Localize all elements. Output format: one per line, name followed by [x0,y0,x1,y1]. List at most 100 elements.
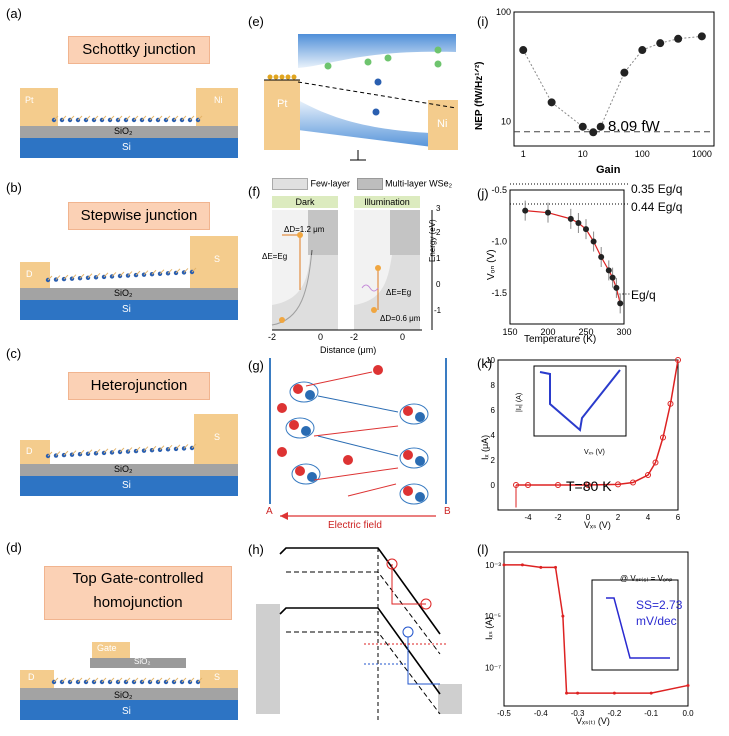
y-tick-label: -1.0 [491,237,507,247]
panel-b-right-electrode: S [214,254,221,264]
panel-j-ann-2: 0.44 Eɡ/q [631,200,683,214]
exciton-ellipse [289,381,319,403]
hole [293,384,303,394]
x-tick-label: 1000 [692,149,712,159]
pt-surface-dot [285,74,291,80]
bond [197,677,203,683]
data-point [697,32,706,41]
bond [127,271,133,276]
bond [71,274,77,280]
data-point [578,122,587,131]
panel-c-title: Heterojunction [68,372,210,400]
data-point [547,98,556,107]
bond [63,274,69,280]
bond [165,115,171,121]
plot-frame [513,11,715,147]
bond [85,115,91,121]
bond [157,677,163,683]
panel-b-title: Stepwise junction [68,202,210,230]
panel-k-inset-xlabel: Vₓₛ (V) [584,449,605,456]
data-point [561,614,565,618]
bond [101,677,107,683]
exciton-ellipse [399,403,429,425]
bond [149,115,155,121]
y-tick-label: -0.5 [491,185,507,195]
data-point [656,39,665,48]
panel-b-letter: (b) [6,180,22,195]
bond [159,269,165,275]
panel-g-diagram [269,358,447,520]
legend-swatch-few [272,178,308,190]
bond [55,275,61,280]
bond [167,268,173,274]
x-tick-label: -0.5 [497,709,511,718]
x-tick-label: 250 [578,327,593,337]
bond [109,115,115,121]
electron [415,492,425,502]
panel-b-left-electrode: D [26,269,33,279]
panel-f-xtick-2: 0 [318,332,324,342]
transfer-curve [504,564,689,694]
bond [93,677,99,683]
exciton-ellipse [399,483,429,505]
panel-f-legend-few: Few-layer [310,178,351,189]
bond [103,448,109,454]
bond [143,270,149,276]
y-tick-label: 0 [491,481,496,490]
panel-e-letter: (e) [248,14,264,29]
bond [85,677,91,683]
panel-c-device [20,414,238,496]
data-point [674,34,683,43]
bond [87,449,93,455]
hole [295,466,305,476]
fit-curve [522,35,702,133]
inset-curve [606,597,670,659]
bond [191,443,197,449]
panel-f-legend-multi: Multi-layer WSe₂ [385,178,453,189]
panel-c-oxide: SiO₂ [114,464,133,474]
iv-curve [516,359,679,486]
bond [181,677,187,683]
bond [119,271,125,277]
panel-d-gate-oxide: SiO₂ [134,657,151,666]
panel-i-annotation: 8.09 fW [608,118,660,135]
y-tick-label: 10⁻³ [485,561,501,570]
bond [47,275,53,281]
panel-f-ylabel: Energy (eV) [428,219,437,262]
panel-j-ann-3: Eɡ/q [631,288,656,302]
data-point [620,68,629,77]
electron-arrow [317,395,399,413]
free-hole [373,365,383,375]
panel-d-oxide: SiO₂ [114,690,133,700]
bond [119,447,125,453]
bond [183,444,189,449]
hole-arrow [313,467,399,481]
x-tick-label: -4 [524,513,532,522]
pt-surface-dot [273,74,279,80]
bond [159,445,165,451]
panel-f-ytick-4: 0 [436,280,441,289]
x-tick-label: 1 [521,149,526,159]
free-hole [277,447,287,457]
panel-d-title: Top Gate-controlled homojunction [44,566,232,620]
x-tick-label: -0.1 [644,709,658,718]
bond [135,446,141,452]
panel-d-letter: (d) [6,540,22,555]
panel-l-ss-line2: mV/dec [636,614,677,628]
panel-i-letter: (i) [477,14,489,29]
panel-d-gate: Gate [97,643,117,653]
panel-f-tab-illum: Illumination [354,196,420,208]
x-tick-label: 4 [646,513,651,522]
panel-f-ytick-3: 1 [436,254,441,263]
panel-c-substrate: Si [122,480,131,491]
bond [63,450,69,456]
x-tick-label: 100 [635,149,650,159]
panel-b-device [20,236,238,320]
panel-f-xtick-1: -2 [268,332,277,342]
panel-a-left-electrode: Pt [25,95,34,105]
panel-e-right-electrode: Ni [437,118,448,130]
data-point [590,238,597,245]
exciton-ellipse [285,417,315,439]
